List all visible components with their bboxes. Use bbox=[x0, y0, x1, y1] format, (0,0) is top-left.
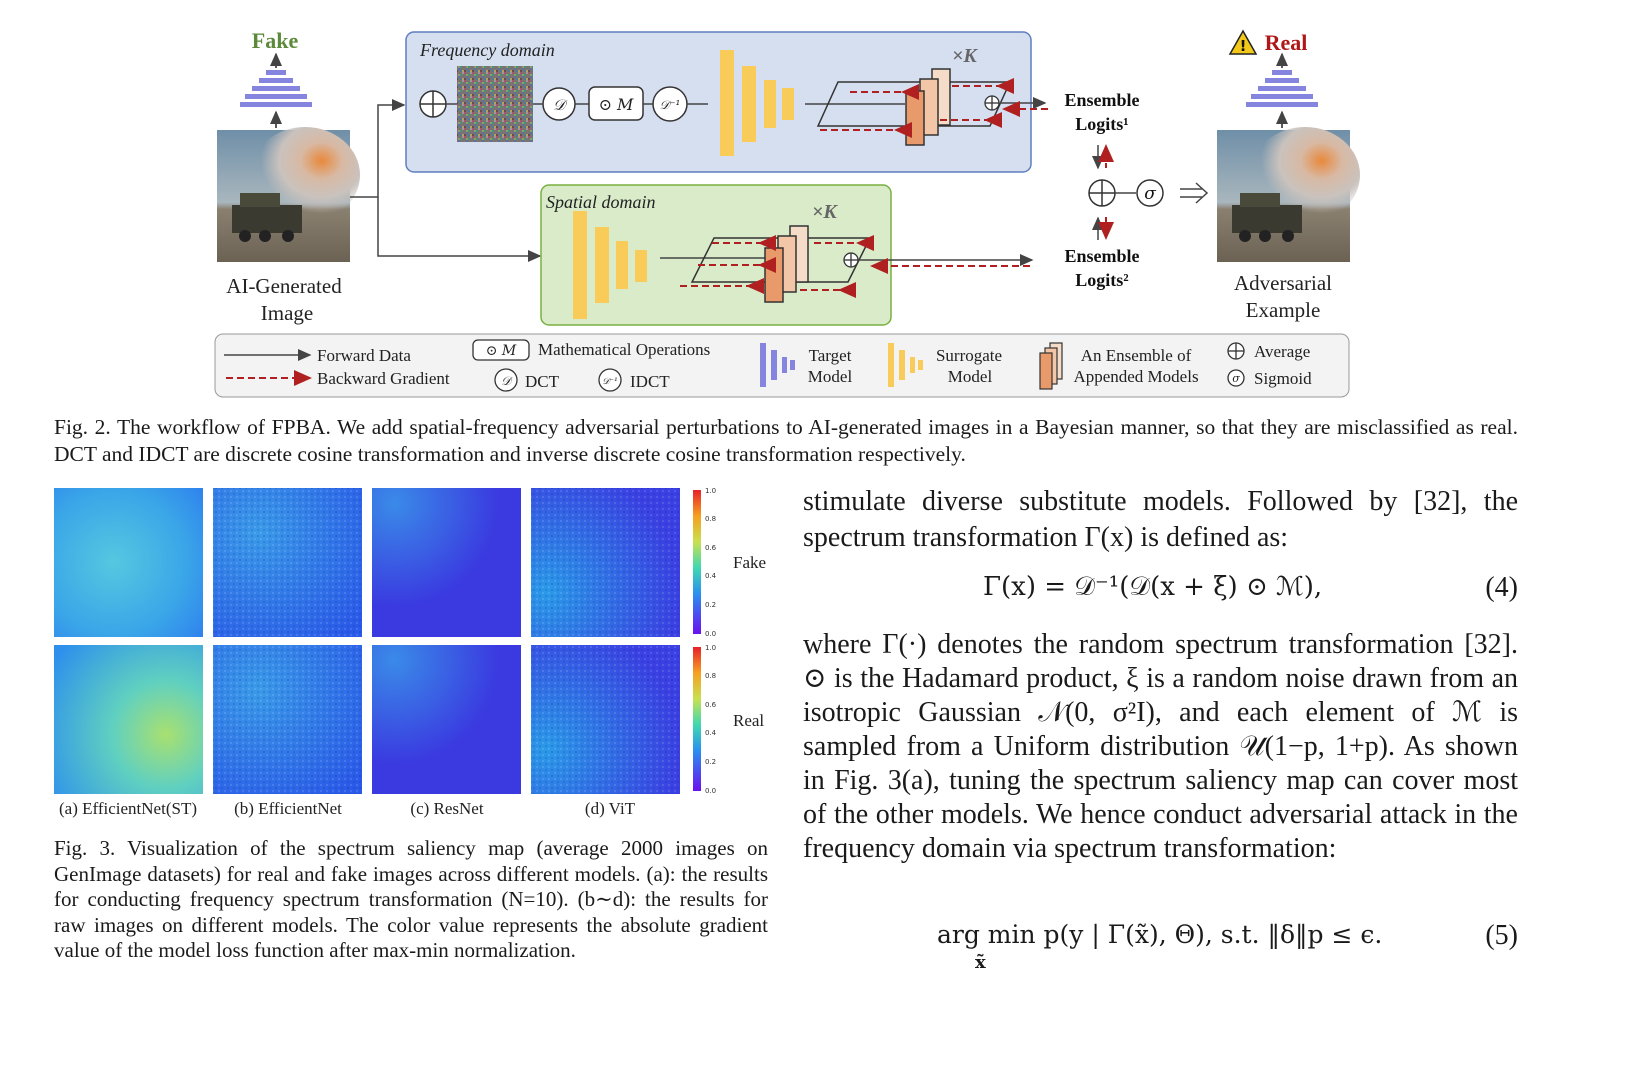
svg-text:0.4: 0.4 bbox=[705, 729, 717, 737]
paragraph-1: stimulate diverse substitute models. Fol… bbox=[803, 486, 1518, 553]
equation-4-number: (4) bbox=[1485, 572, 1518, 603]
svg-text:!: ! bbox=[1240, 37, 1247, 55]
noise-image bbox=[457, 66, 533, 142]
figure-2-caption: Fig. 2. The workflow of FPBA. We add spa… bbox=[54, 415, 1518, 466]
svg-text:0.0: 0.0 bbox=[705, 630, 716, 638]
sublabel-c: (c) ResNet bbox=[410, 799, 483, 818]
adversarial-example-image bbox=[1217, 127, 1360, 262]
legend-target-line1: Target bbox=[809, 346, 852, 365]
legend-surrogate-line2: Model bbox=[948, 367, 993, 386]
svg-text:0.8: 0.8 bbox=[705, 672, 716, 680]
legend-forward: Forward Data bbox=[317, 346, 411, 365]
svg-text:⊙ M: ⊙ M bbox=[599, 95, 634, 114]
target-model-pyramid-left bbox=[240, 70, 312, 107]
times-k-spatial: ×K bbox=[812, 201, 838, 223]
sublabel-b: (b) EfficientNet bbox=[234, 799, 342, 818]
svg-text:0.2: 0.2 bbox=[705, 601, 716, 609]
svg-text:0.6: 0.6 bbox=[705, 544, 717, 552]
legend-backward: Backward Gradient bbox=[317, 369, 450, 388]
fake-output-label: Fake bbox=[252, 28, 299, 53]
figure-3: 1.0 0.8 0.6 0.4 0.2 0.0 1.0 0.8 0.6 0.4 … bbox=[50, 484, 780, 824]
ensemble-logits-2-line2: Logits² bbox=[1075, 270, 1128, 290]
figure-3-caption: Fig. 3. Visualization of the spectrum sa… bbox=[54, 836, 768, 963]
legend-math-ops-icon bbox=[472, 339, 530, 361]
warning-icon: ! bbox=[1228, 29, 1258, 55]
legend-ensemble-line2: Appended Models bbox=[1073, 367, 1198, 386]
paragraph-2: where Γ(·) denotes the random spectrum t… bbox=[803, 629, 1518, 864]
surrogate-model-freq bbox=[720, 50, 794, 156]
svg-text:⊙ M: ⊙ M bbox=[486, 343, 517, 359]
svg-text:σ: σ bbox=[1232, 372, 1240, 385]
colorbar-real bbox=[693, 647, 701, 791]
legend-dct: DCT bbox=[525, 372, 560, 391]
input-image-label-line2: Image bbox=[261, 301, 313, 325]
ensemble-logits-1-line1: Ensemble bbox=[1064, 90, 1139, 110]
svg-text:0.0: 0.0 bbox=[705, 787, 716, 795]
sigmoid-icon bbox=[1136, 179, 1164, 207]
row-label-fake: Fake bbox=[733, 553, 766, 572]
figure-2: Fake AI-Generated Image Frequency domain… bbox=[0, 0, 1651, 420]
ensemble-logits-2-line1: Ensemble bbox=[1064, 246, 1139, 266]
legend-idct-icon bbox=[598, 368, 622, 392]
output-image-label-line1: Adversarial bbox=[1234, 271, 1332, 295]
saliency-real-resnet bbox=[372, 645, 521, 794]
equation-5-body: arg min p(y | Γ(x̃), Θ), s.t. ‖δ‖p ≤ ϵ. bbox=[937, 920, 1383, 949]
spatial-domain-title: Spatial domain bbox=[546, 192, 656, 212]
equation-5-subscript: x̃ bbox=[975, 952, 986, 973]
equation-4: Γ(x) = 𝒟⁻¹(𝒟(x + ξ) ⊙ ℳ), (4) bbox=[803, 570, 1518, 610]
legend-ensemble-icon bbox=[1039, 342, 1063, 390]
legend-math-ops: Mathematical Operations bbox=[538, 340, 710, 359]
saliency-fake-efficientnet-st bbox=[54, 488, 203, 637]
svg-text:𝒟: 𝒟 bbox=[553, 96, 568, 114]
svg-text:0.6: 0.6 bbox=[705, 701, 717, 709]
frequency-domain-title: Frequency domain bbox=[419, 40, 555, 60]
saliency-real-efficientnet-st bbox=[54, 645, 203, 794]
output-image-label-line2: Example bbox=[1246, 298, 1321, 322]
legend-average: Average bbox=[1254, 342, 1310, 361]
frequency-domain-box bbox=[405, 31, 1032, 173]
real-output-label: Real bbox=[1265, 30, 1308, 55]
saliency-map-grid: 1.0 0.8 0.6 0.4 0.2 0.0 1.0 0.8 0.6 0.4 … bbox=[54, 487, 766, 818]
equation-5-number: (5) bbox=[1485, 920, 1518, 951]
target-model-pyramid-right bbox=[1246, 70, 1318, 107]
svg-text:𝒟: 𝒟 bbox=[501, 374, 513, 388]
legend-sigmoid-icon bbox=[1227, 369, 1245, 387]
legend-surrogate-model-icon bbox=[888, 343, 923, 387]
svg-text:σ: σ bbox=[1144, 184, 1156, 204]
svg-text:𝒟⁻¹: 𝒟⁻¹ bbox=[660, 98, 681, 112]
row-label-real: Real bbox=[733, 711, 764, 730]
fpba-workflow-diagram: Fake AI-Generated Image Frequency domain… bbox=[214, 28, 1360, 398]
legend-target-model-icon bbox=[760, 343, 795, 387]
equation-4-body: Γ(x) = 𝒟⁻¹(𝒟(x + ξ) ⊙ ℳ), bbox=[983, 572, 1323, 602]
sublabel-a: (a) EfficientNet(ST) bbox=[59, 799, 197, 818]
legend-idct: IDCT bbox=[630, 372, 670, 391]
svg-text:1.0: 1.0 bbox=[705, 487, 716, 495]
svg-text:0.8: 0.8 bbox=[705, 515, 716, 523]
svg-text:0.2: 0.2 bbox=[705, 758, 716, 766]
legend-ensemble-line1: An Ensemble of bbox=[1081, 346, 1192, 365]
legend-dct-icon bbox=[494, 368, 518, 392]
saliency-fake-resnet bbox=[372, 488, 521, 637]
input-image bbox=[217, 127, 360, 262]
svg-text:1.0: 1.0 bbox=[705, 644, 716, 652]
legend-target-line2: Model bbox=[808, 367, 853, 386]
surrogate-model-spatial bbox=[573, 211, 647, 319]
svg-text:0.4: 0.4 bbox=[705, 572, 717, 580]
appended-ensemble-freq bbox=[816, 68, 1014, 146]
equation-5: arg min p(y | Γ(x̃), Θ), s.t. ‖δ‖p ≤ ϵ. … bbox=[803, 918, 1518, 978]
implies-arrow-icon bbox=[1180, 182, 1209, 204]
appended-ensemble-spatial bbox=[680, 225, 874, 303]
legend-sigmoid: Sigmoid bbox=[1254, 369, 1312, 388]
svg-text:𝒟⁻¹: 𝒟⁻¹ bbox=[602, 377, 618, 387]
ensemble-logits-1-line2: Logits¹ bbox=[1075, 114, 1128, 134]
sublabel-d: (d) ViT bbox=[585, 799, 636, 818]
times-k-freq: ×K bbox=[952, 45, 978, 67]
input-image-label-line1: AI-Generated bbox=[226, 274, 342, 298]
legend-surrogate-line1: Surrogate bbox=[936, 346, 1002, 365]
colorbar-fake bbox=[693, 490, 701, 634]
